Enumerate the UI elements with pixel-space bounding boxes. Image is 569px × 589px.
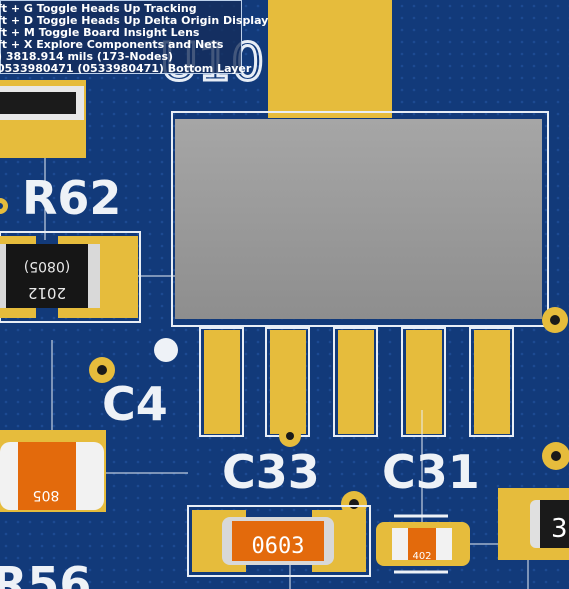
- c33-marking: 0603: [252, 534, 305, 559]
- u10-pad-5[interactable]: [474, 330, 510, 434]
- hud-line-toggle-insight-lens: ft + M Toggle Board Insight Lens: [0, 26, 200, 39]
- u10-pad-3[interactable]: [338, 330, 374, 434]
- via[interactable]: [154, 338, 178, 362]
- hud-line-toggle-tracking: ft + G Toggle Heads Up Tracking: [0, 2, 197, 15]
- hud-line-net-length: ) 3818.914 mils (173-Nodes): [0, 50, 174, 63]
- right-part-body[interactable]: [540, 500, 569, 548]
- via-hole: [550, 315, 560, 325]
- c4-body[interactable]: [18, 442, 76, 510]
- c4-designator: C4: [102, 377, 168, 431]
- u10-tab-pad[interactable]: [268, 0, 392, 118]
- r62-value-code: 2012: [28, 284, 66, 302]
- u10-pad-outline-1: [199, 327, 244, 437]
- u10-pad-2[interactable]: [270, 330, 306, 434]
- u10-pad-4[interactable]: [406, 330, 442, 434]
- u10-pad-outline-3: [333, 327, 378, 437]
- r62-designator: R62: [22, 171, 121, 225]
- u10-pad-1[interactable]: [204, 330, 240, 434]
- top-left-part-marking: [0, 92, 76, 114]
- r56-designator: R56: [0, 557, 91, 589]
- via-hole: [97, 365, 107, 375]
- via-hole: [0, 203, 3, 209]
- c31-designator: C31: [382, 445, 480, 499]
- u10-silk-outline: [171, 111, 549, 327]
- hud-line-net-layer: 0533980471 (0533980471) Bottom Layer: [0, 62, 252, 75]
- hud-line-explore-components: ft + X Explore Components and Nets: [0, 38, 224, 51]
- u10-pad-outline-5: [469, 327, 514, 437]
- c33-body[interactable]: [232, 521, 324, 561]
- c31-marking: 402: [412, 551, 431, 562]
- c31-body[interactable]: [408, 528, 436, 560]
- r62-body[interactable]: [6, 244, 88, 308]
- c4-marking: 805: [33, 487, 60, 503]
- via-hole: [551, 451, 561, 461]
- via[interactable]: [0, 198, 8, 214]
- r62-silk-outline: [0, 231, 141, 323]
- c33-silk-outline: [187, 505, 371, 577]
- via-hole: [349, 499, 359, 509]
- u10-body[interactable]: [175, 119, 542, 319]
- c33-designator: C33: [222, 445, 320, 499]
- hud-line-toggle-delta-origin: ft + D Toggle Heads Up Delta Origin Disp…: [0, 14, 269, 27]
- u10-pad-outline-4: [401, 327, 446, 437]
- r62-size-code: (0805): [24, 258, 71, 274]
- right-part-marking: 3: [551, 514, 568, 544]
- heads-up-display: ft + G Toggle Heads Up Tracking ft + D T…: [0, 0, 269, 75]
- via-hole: [286, 432, 294, 440]
